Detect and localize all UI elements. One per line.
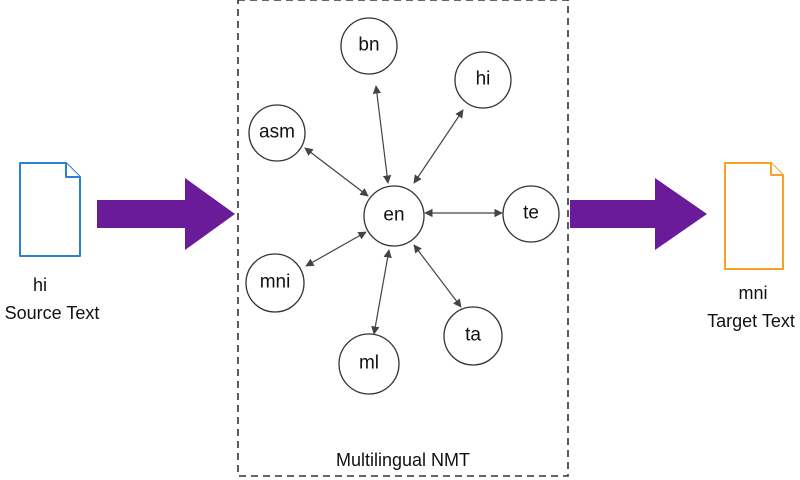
node-label: mni [260, 272, 291, 293]
target-label: Target Text [707, 311, 795, 331]
document-icon [724, 162, 784, 270]
node-label: te [523, 203, 539, 224]
input-arrow [97, 178, 235, 250]
target-language: mni [738, 283, 767, 303]
node-label: hi [476, 69, 491, 90]
node-label: asm [259, 122, 295, 143]
output-arrow [570, 178, 707, 250]
edges [304, 85, 503, 335]
node-mni: mni [245, 253, 305, 313]
source-language: hi [33, 275, 47, 295]
node-label: ta [465, 325, 481, 346]
source-label: Source Text [5, 303, 100, 323]
node-ml: ml [338, 333, 400, 395]
node-te: te [502, 185, 560, 243]
edge-en-bn [372, 85, 392, 184]
edge-en-ml [371, 249, 392, 335]
document-icon [19, 162, 81, 257]
multilingual-nmt-box [237, 0, 569, 477]
node-en-hub: en [363, 185, 425, 247]
model-caption: Multilingual NMT [336, 450, 470, 470]
edge-en-mni [305, 231, 367, 267]
edge-en-asm [304, 147, 369, 197]
node-hi: hi [454, 51, 512, 109]
node-label: ml [359, 353, 379, 374]
node-label: en [383, 205, 404, 226]
node-bn: bn [340, 17, 398, 75]
edge-en-ta [413, 244, 462, 308]
node-ta: ta [443, 306, 503, 366]
node-asm: asm [248, 104, 306, 162]
edge-en-hi [413, 109, 464, 184]
node-label: bn [358, 35, 379, 56]
